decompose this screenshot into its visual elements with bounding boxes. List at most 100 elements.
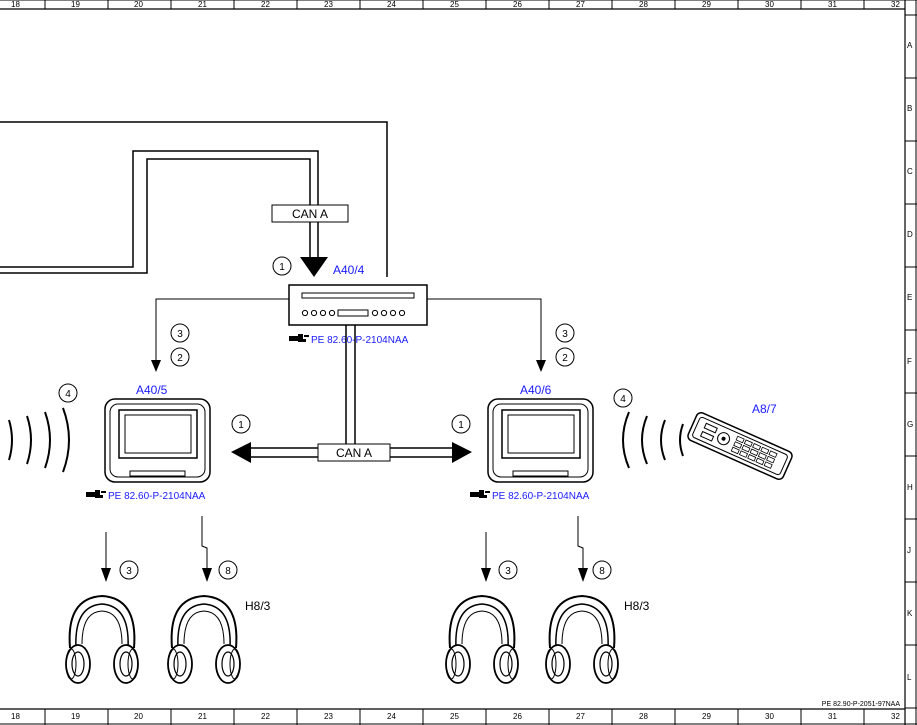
remote-key xyxy=(733,441,743,449)
col-label: 26 xyxy=(513,0,522,9)
col-label: 27 xyxy=(576,712,585,721)
headphones-icon xyxy=(167,594,241,684)
remote-key xyxy=(752,443,762,451)
headphones-right-id: H8/3 xyxy=(624,599,650,613)
signal-number-dvd-input: 1 xyxy=(272,256,292,276)
can-bus-horizontal: CAN A xyxy=(231,442,472,463)
signal-number-can-right: 1 xyxy=(451,414,471,434)
row-label: E xyxy=(907,293,912,302)
col-label: 21 xyxy=(198,0,207,9)
row-label: F xyxy=(907,357,912,366)
signal-number-left-top-b: 2 xyxy=(170,347,190,367)
row-label: K xyxy=(907,609,913,618)
headphones-icon xyxy=(445,594,519,684)
col-label: 25 xyxy=(450,0,459,9)
col-label: 22 xyxy=(261,712,270,721)
signal-number-left-audio-wireless: 8 xyxy=(218,560,238,580)
row-label: C xyxy=(907,167,913,176)
col-label: 29 xyxy=(702,0,711,9)
col-label: 18 xyxy=(11,0,20,9)
headphones-icon xyxy=(65,594,139,684)
row-label: D xyxy=(907,230,913,239)
signal-number-right-audio-wireless: 8 xyxy=(592,560,612,580)
signal-number-right-top-b: 2 xyxy=(555,347,575,367)
svg-text:4: 4 xyxy=(620,394,626,405)
column-labels-top: 18 19 20 21 22 23 24 25 26 27 28 29 30 3… xyxy=(11,0,900,9)
wireless-waves-left xyxy=(8,407,70,473)
remote-control-id: A8/7 xyxy=(752,402,777,416)
signal-number-right-audio-wired: 3 xyxy=(498,560,518,580)
col-label: 29 xyxy=(702,712,711,721)
dvd-player xyxy=(288,284,428,326)
remote-key xyxy=(755,457,765,466)
remote-key xyxy=(757,452,767,460)
hand-pointer-icon xyxy=(470,490,490,498)
dvd-to-right-display-line xyxy=(427,298,546,372)
remote-key xyxy=(760,446,770,455)
dvd-player-ref: PE 82.60-P-2104NAA xyxy=(311,335,409,346)
col-label: 31 xyxy=(828,712,837,721)
col-label: 23 xyxy=(324,0,333,9)
svg-text:4: 4 xyxy=(65,389,71,400)
svg-text:1: 1 xyxy=(279,262,285,273)
col-label: 18 xyxy=(11,712,20,721)
svg-text:3: 3 xyxy=(126,566,132,577)
svg-text:3: 3 xyxy=(505,566,511,577)
remote-key xyxy=(735,435,745,444)
col-label: 21 xyxy=(198,712,207,721)
svg-text:2: 2 xyxy=(562,353,568,364)
col-label: 22 xyxy=(261,0,270,9)
col-label: 31 xyxy=(828,0,837,9)
remote-key xyxy=(749,448,759,457)
remote-key xyxy=(766,455,776,464)
dvd-player-id: A40/4 xyxy=(333,263,365,277)
can-a-middle-text: CAN A xyxy=(336,446,372,460)
col-label: 32 xyxy=(891,712,900,721)
svg-text:3: 3 xyxy=(177,329,183,340)
svg-text:1: 1 xyxy=(458,420,464,431)
remote-key xyxy=(730,446,740,455)
row-label: B xyxy=(907,104,912,113)
remote-key xyxy=(738,450,749,458)
col-label: 23 xyxy=(324,712,333,721)
remote-key xyxy=(763,461,773,469)
col-label: 24 xyxy=(387,0,396,9)
col-label: 28 xyxy=(639,0,648,9)
right-audio-wireless-line xyxy=(577,516,588,582)
col-label: 26 xyxy=(513,712,522,721)
display-left xyxy=(104,398,211,483)
document-number: PE 82.90-P-2051-97NAA xyxy=(822,701,901,708)
row-label: J xyxy=(907,546,911,555)
can-bus-label-top: CAN A xyxy=(271,204,349,223)
can-bus-vertical xyxy=(345,325,356,444)
col-label: 32 xyxy=(891,0,900,9)
can-a-top-text: CAN A xyxy=(292,207,328,221)
remote-key xyxy=(747,454,757,462)
row-label: L xyxy=(907,673,912,682)
remote-key xyxy=(768,450,778,458)
signal-number-right-top-a: 3 xyxy=(555,323,575,343)
remote-control xyxy=(687,411,793,481)
row-label: G xyxy=(907,420,913,429)
row-label: A xyxy=(907,41,913,50)
display-right-ref: PE 82.60-P-2104NAA xyxy=(492,491,590,502)
col-label: 25 xyxy=(450,712,459,721)
row-label: H xyxy=(907,483,913,492)
col-label: 28 xyxy=(639,712,648,721)
row-labels-right: A B C D E F G H J K L xyxy=(907,41,913,682)
col-label: 19 xyxy=(71,0,80,9)
right-audio-wired-line xyxy=(481,532,491,582)
svg-text:8: 8 xyxy=(599,566,605,577)
col-label: 20 xyxy=(134,712,143,721)
headphones-left-id: H8/3 xyxy=(245,599,271,613)
remote-key xyxy=(741,444,751,453)
remote-key xyxy=(743,439,753,447)
col-label: 30 xyxy=(765,0,774,9)
display-left-ref: PE 82.60-P-2104NAA xyxy=(108,491,206,502)
svg-text:3: 3 xyxy=(562,329,568,340)
display-right-id: A40/6 xyxy=(520,383,552,397)
col-label: 27 xyxy=(576,0,585,9)
svg-text:1: 1 xyxy=(238,420,244,431)
col-label: 30 xyxy=(765,712,774,721)
